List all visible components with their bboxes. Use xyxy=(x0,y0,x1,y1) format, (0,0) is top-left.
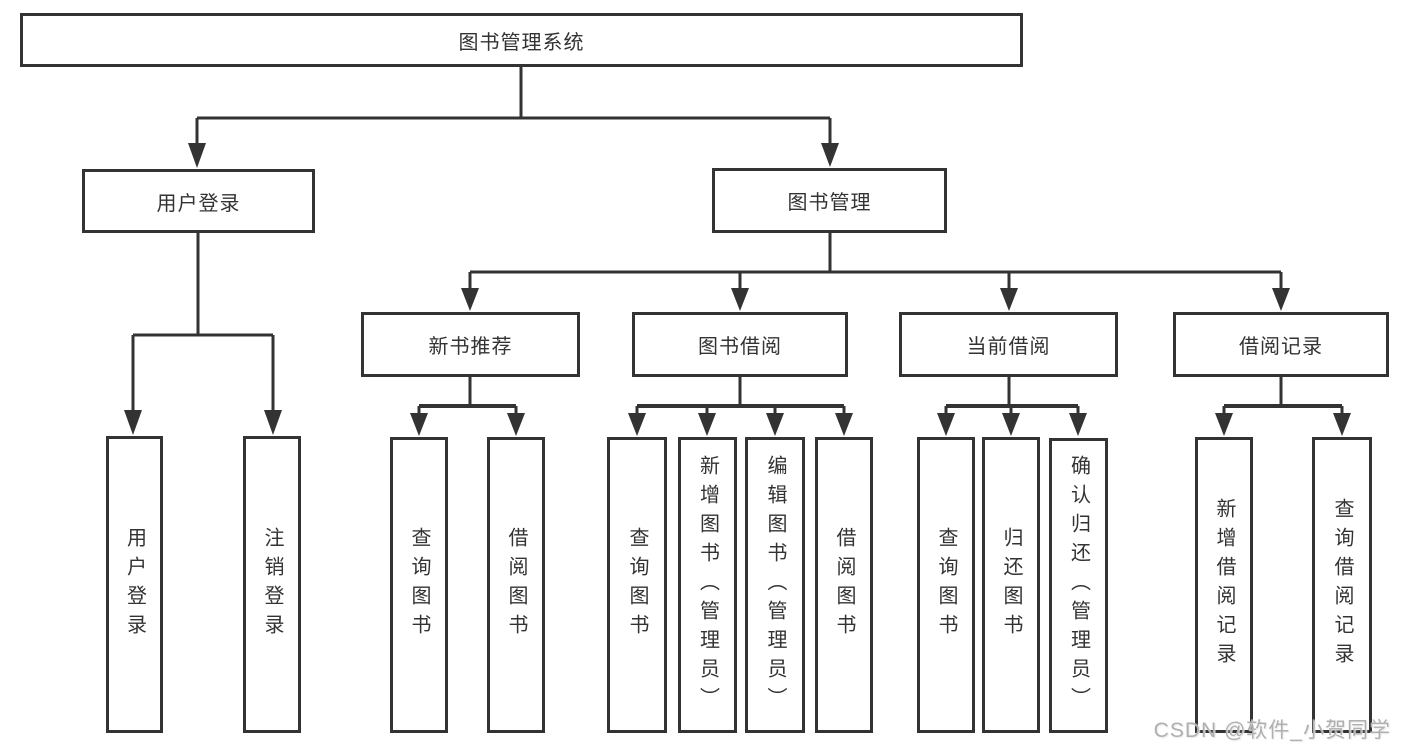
leaf-record-query: 查询借阅记录 xyxy=(1312,437,1372,733)
leaf-current-confirm-return-admin: 确认归还（管理员） xyxy=(1049,438,1108,733)
node-current-borrow: 当前借阅 xyxy=(899,312,1118,377)
leaf-borrow-edit-admin: 编辑图书（管理员） xyxy=(745,437,805,733)
node-book-management: 图书管理 xyxy=(712,168,947,233)
leaf-user-login: 用户登录 xyxy=(106,436,163,733)
leaf-newbook-borrow: 借阅图书 xyxy=(487,437,545,733)
connector-currentborrow-to-leaves xyxy=(937,377,1087,436)
leaf-borrow-query: 查询图书 xyxy=(607,437,667,733)
node-root-system: 图书管理系统 xyxy=(20,13,1023,67)
node-borrow-records: 借阅记录 xyxy=(1173,312,1389,377)
node-book-borrow: 图书借阅 xyxy=(632,312,848,377)
connector-bookmgmt-to-level3 xyxy=(461,233,1290,311)
connector-userlogin-to-leaves xyxy=(124,233,282,435)
connector-newbook-to-leaves xyxy=(410,377,525,436)
connector-records-to-leaves xyxy=(1215,377,1351,436)
csdn-watermark: CSDN @软件_小贺同学 xyxy=(1153,719,1391,742)
leaf-current-query: 查询图书 xyxy=(917,437,975,733)
node-user-login: 用户登录 xyxy=(82,169,315,233)
leaf-newbook-query: 查询图书 xyxy=(390,437,448,733)
leaf-logout: 注销登录 xyxy=(243,436,301,733)
connector-bookborrow-to-leaves xyxy=(628,377,853,436)
node-new-book-recommend: 新书推荐 xyxy=(361,312,580,377)
leaf-borrow-book: 借阅图书 xyxy=(815,437,873,733)
leaf-record-add: 新增借阅记录 xyxy=(1195,437,1253,733)
leaf-borrow-add-admin: 新增图书（管理员） xyxy=(678,437,737,733)
connector-root-to-level2 xyxy=(188,67,839,168)
leaf-current-return: 归还图书 xyxy=(982,437,1040,733)
